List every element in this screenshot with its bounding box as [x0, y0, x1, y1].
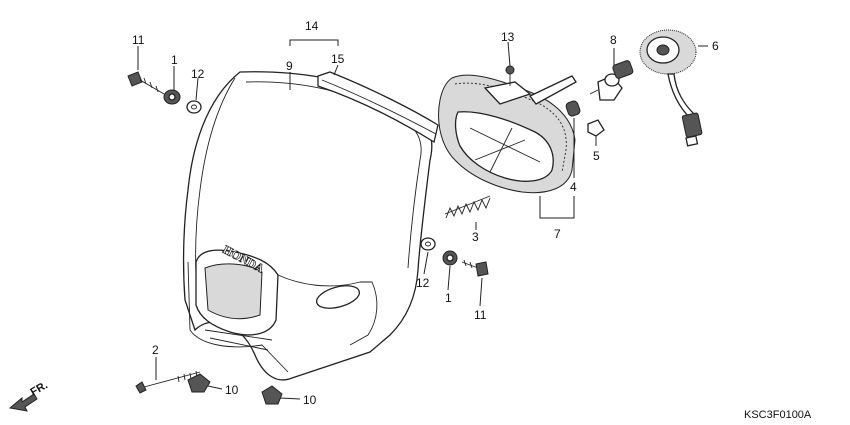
bolt-11-lower[interactable]	[461, 259, 489, 277]
callout-4: 4	[570, 180, 577, 194]
callout-12-upper: 12	[191, 67, 205, 81]
leader-lines	[137, 39, 708, 400]
callout-7: 7	[554, 227, 561, 241]
callout-9: 9	[286, 59, 293, 73]
bulb[interactable]	[589, 60, 634, 101]
nut-10-left[interactable]	[187, 373, 211, 393]
callout-8: 8	[610, 33, 617, 47]
nut-10-right[interactable]	[261, 385, 283, 405]
callout-1-lower: 1	[445, 291, 452, 305]
callout-10-left: 10	[225, 383, 239, 397]
callout-1-upper: 1	[171, 53, 178, 67]
callout-11-upper: 11	[132, 33, 145, 47]
callout-2: 2	[152, 343, 159, 357]
callouts: 11 1 12 9 14 15 13 8 6 5 4 7 3 12 1 11 2…	[132, 19, 719, 407]
callout-5: 5	[593, 149, 600, 163]
callout-15: 15	[331, 52, 345, 66]
seal-strip[interactable]	[317, 71, 439, 144]
callout-3: 3	[472, 230, 479, 244]
washer-12-lower[interactable]	[420, 237, 436, 251]
headlight-cover[interactable]: HONDA	[182, 71, 433, 381]
diagram-code: KSC3F0100A	[744, 409, 812, 421]
rubber-4[interactable]	[565, 100, 581, 117]
washer-12-upper[interactable]	[186, 100, 202, 114]
front-direction-label: FR.	[29, 379, 50, 398]
collar-1-upper[interactable]	[163, 89, 181, 105]
collar-1-lower[interactable]	[442, 250, 458, 266]
headlight-unit[interactable]	[438, 74, 577, 194]
nut-5[interactable]	[587, 119, 605, 137]
callout-13: 13	[501, 30, 515, 44]
bolt-2[interactable]	[135, 370, 201, 394]
spring-3[interactable]	[444, 195, 491, 219]
bolt-11-upper[interactable]	[127, 71, 165, 95]
callout-10-right: 10	[303, 393, 317, 407]
callout-6: 6	[712, 39, 719, 53]
callout-14: 14	[305, 19, 319, 33]
callout-11-lower: 11	[474, 308, 487, 322]
callout-12-lower: 12	[416, 276, 430, 290]
socket-harness[interactable]	[639, 29, 703, 147]
front-direction-arrow: FR.	[8, 379, 50, 412]
